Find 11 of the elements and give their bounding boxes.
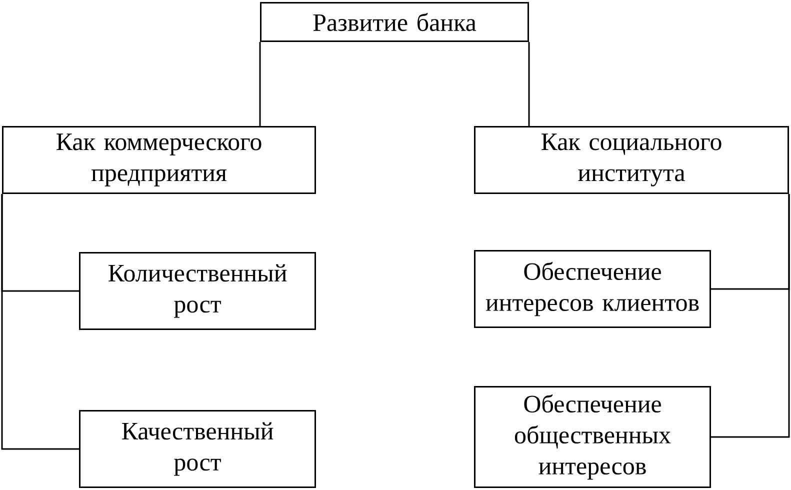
text-box: Обеспечение общественных интересов	[474, 386, 711, 488]
text-box: Количественный рост	[79, 252, 316, 330]
connector-line	[1, 194, 79, 450]
connector-line	[259, 42, 261, 126]
text-box: Обеспечение интересов клиентов	[474, 250, 711, 328]
text-box: Развитие банка	[260, 2, 529, 42]
text-box: Как социального института	[474, 126, 790, 194]
text-box: Как коммерческого предприятия	[2, 126, 316, 194]
connector-line	[528, 42, 530, 126]
text-box: Качественный рост	[79, 410, 316, 488]
connector-line	[711, 194, 790, 438]
